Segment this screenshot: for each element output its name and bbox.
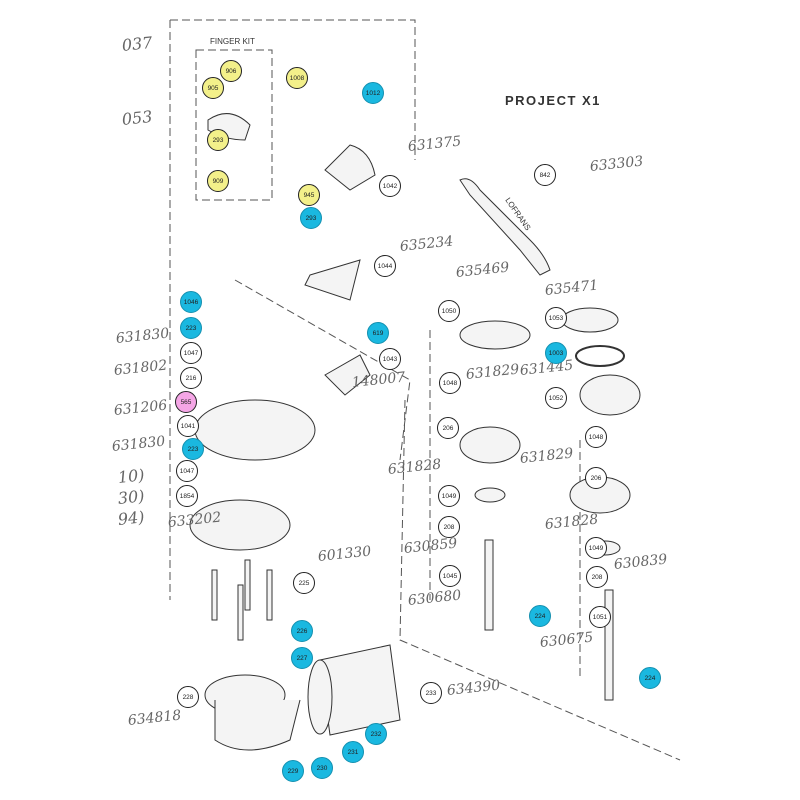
deck-plate <box>194 399 316 461</box>
guide-line <box>399 399 681 761</box>
callout-1008: 1008 <box>286 67 308 89</box>
callout-1042: 1042 <box>379 175 401 197</box>
callout-293: 293 <box>300 207 322 229</box>
callout-208: 208 <box>586 566 608 588</box>
callout-905: 905 <box>202 77 224 99</box>
callout-1012: 1012 <box>362 82 384 104</box>
gearbox-body <box>214 699 301 751</box>
callout-206: 206 <box>585 467 607 489</box>
callout-1049: 1049 <box>438 485 460 507</box>
callout-216: 216 <box>180 367 202 389</box>
callout-1043: 1043 <box>379 348 401 370</box>
callout-1046: 1046 <box>180 291 202 313</box>
callout-909: 909 <box>207 170 229 192</box>
part-1049 <box>474 487 506 503</box>
callout-1044: 1044 <box>374 255 396 277</box>
frame-guide <box>170 19 416 160</box>
callout-228: 228 <box>177 686 199 708</box>
stud <box>211 569 218 621</box>
callout-231: 231 <box>342 741 364 763</box>
part-1044 <box>304 259 361 301</box>
callout-1854: 1854 <box>176 485 198 507</box>
callout-293: 293 <box>207 129 229 151</box>
callout-1050: 1050 <box>438 300 460 322</box>
callout-1052: 1052 <box>545 387 567 409</box>
part-number-note: 30) <box>116 486 146 508</box>
callout-1047: 1047 <box>176 460 198 482</box>
part-206 <box>459 426 521 464</box>
callout-1053: 1053 <box>545 307 567 329</box>
callout-224: 224 <box>529 605 551 627</box>
callout-1048: 1048 <box>585 426 607 448</box>
callout-226: 226 <box>291 620 313 642</box>
callout-1003: 1003 <box>545 342 567 364</box>
callout-906: 906 <box>220 60 242 82</box>
callout-232: 232 <box>365 723 387 745</box>
part-number-note: 10) <box>116 465 146 487</box>
part-number-note: 053 <box>120 106 154 129</box>
stud <box>266 569 273 621</box>
callout-227: 227 <box>291 647 313 669</box>
callout-208: 208 <box>438 516 460 538</box>
part-1050 <box>459 320 531 350</box>
callout-229: 229 <box>282 760 304 782</box>
callout-1051: 1051 <box>589 606 611 628</box>
part-1042 <box>324 144 376 191</box>
motor-face <box>307 659 333 735</box>
callout-945: 945 <box>298 184 320 206</box>
finger-kit-label: FINGER KIT <box>210 37 255 46</box>
callout-1047: 1047 <box>180 342 202 364</box>
o-ring-1003 <box>575 345 625 367</box>
stud <box>244 559 251 611</box>
shaft-1051 <box>604 589 614 701</box>
callout-842: 842 <box>534 164 556 186</box>
callout-1045: 1045 <box>439 565 461 587</box>
finger-kit-box <box>195 49 273 201</box>
callout-619: 619 <box>367 322 389 344</box>
part-1053 <box>561 307 619 333</box>
part-number-note: 037 <box>120 32 154 55</box>
callout-225: 225 <box>293 572 315 594</box>
part-1052 <box>579 374 641 416</box>
stud <box>237 584 244 641</box>
callout-223: 223 <box>182 438 204 460</box>
callout-233: 233 <box>420 682 442 704</box>
gasket-1854 <box>189 499 291 551</box>
callout-1041: 1041 <box>177 415 199 437</box>
guide-line <box>234 279 411 461</box>
lever-842 <box>459 178 551 276</box>
page-title: PROJECT X1 <box>505 93 601 108</box>
callout-223: 223 <box>180 317 202 339</box>
callout-230: 230 <box>311 757 333 779</box>
callout-1049: 1049 <box>585 537 607 559</box>
part-1043 <box>324 354 371 396</box>
callout-1048: 1048 <box>439 372 461 394</box>
shaft-1045 <box>484 539 494 631</box>
part-number-note: 94) <box>116 507 146 529</box>
callout-224: 224 <box>639 667 661 689</box>
callout-206: 206 <box>437 417 459 439</box>
callout-565: 565 <box>175 391 197 413</box>
